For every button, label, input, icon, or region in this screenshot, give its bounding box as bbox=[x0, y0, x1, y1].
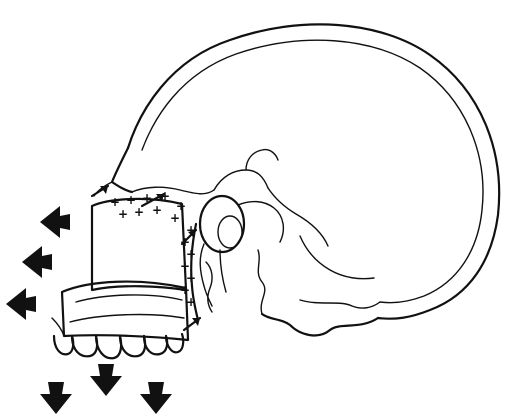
plus-mark: + bbox=[160, 189, 170, 203]
plus-mark: + bbox=[152, 203, 162, 217]
inferior-arrows bbox=[40, 364, 172, 414]
arrow-down-icon bbox=[40, 382, 72, 414]
sphenoid-region bbox=[214, 150, 374, 279]
brow-ridge bbox=[94, 148, 214, 196]
suture-arrow bbox=[92, 186, 108, 196]
plus-mark: + bbox=[186, 295, 196, 309]
plus-mark: + bbox=[118, 207, 128, 221]
plus-mark: + bbox=[134, 205, 144, 219]
arrow-down-icon bbox=[140, 382, 172, 414]
plus-mark: + bbox=[142, 191, 152, 205]
cranial-vault bbox=[128, 24, 499, 318]
arrow-down-icon bbox=[90, 364, 122, 396]
arrow-left-icon bbox=[6, 288, 36, 320]
plus-mark: + bbox=[170, 211, 180, 225]
condyle-ear bbox=[200, 196, 244, 306]
arrow-left-icon bbox=[22, 246, 52, 278]
anterior-arrows bbox=[6, 206, 70, 320]
arrow-left-icon bbox=[40, 206, 70, 238]
